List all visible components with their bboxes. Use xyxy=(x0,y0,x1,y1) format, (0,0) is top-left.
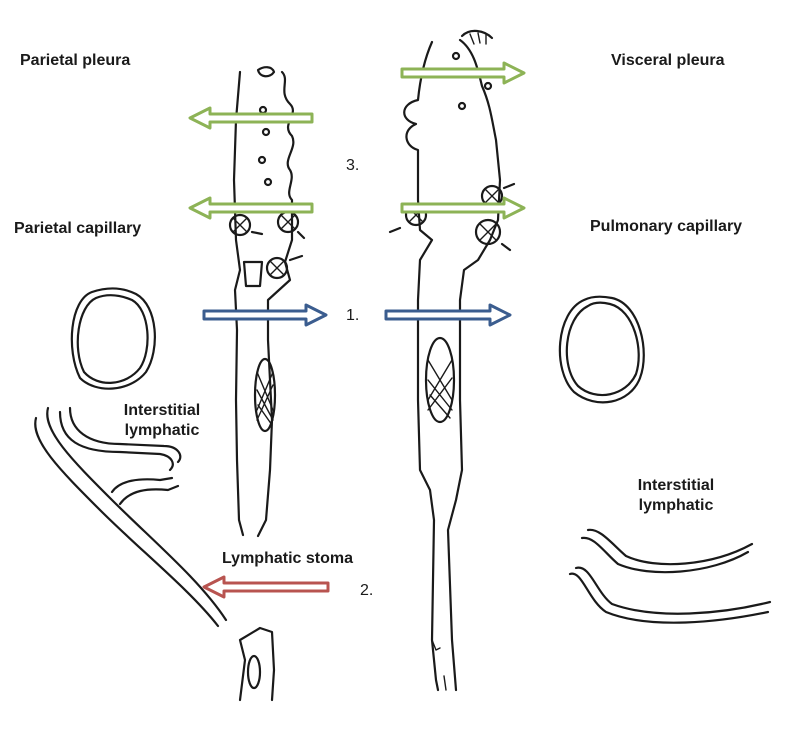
label-pulmonary-capillary: Pulmonary capillary xyxy=(590,217,742,237)
parietal-membrane xyxy=(230,67,304,700)
label-interstitial-right-line2: lymphatic xyxy=(626,496,726,516)
label-interstitial-left-line1: Interstitial xyxy=(112,401,212,421)
label-interstitial-left-line2: lymphatic xyxy=(112,421,212,441)
arrow-1-left xyxy=(204,305,326,325)
marker-3: 3. xyxy=(346,157,359,175)
label-lymphatic-stoma: Lymphatic stoma xyxy=(222,549,353,569)
arrow-2-lymphatic xyxy=(204,577,328,597)
marker-1: 1. xyxy=(346,307,359,325)
label-parietal-capillary: Parietal capillary xyxy=(14,219,141,239)
right-interstitial-lymphatic-vessel xyxy=(570,530,770,623)
marker-2: 2. xyxy=(360,582,373,600)
label-parietal-pleura: Parietal pleura xyxy=(20,51,130,71)
label-interstitial-right-line1: Interstitial xyxy=(626,476,726,496)
label-interstitial-lymphatic-right: Interstitial lymphatic xyxy=(626,476,726,516)
pulmonary-capillary-vessel xyxy=(560,297,644,403)
arrow-3-right-lower xyxy=(402,198,524,218)
label-visceral-pleura: Visceral pleura xyxy=(611,51,725,71)
parietal-capillary-vessel xyxy=(72,289,155,389)
label-interstitial-lymphatic-left: Interstitial lymphatic xyxy=(112,401,212,441)
visceral-membrane xyxy=(390,31,514,690)
arrow-1-right xyxy=(386,305,510,325)
